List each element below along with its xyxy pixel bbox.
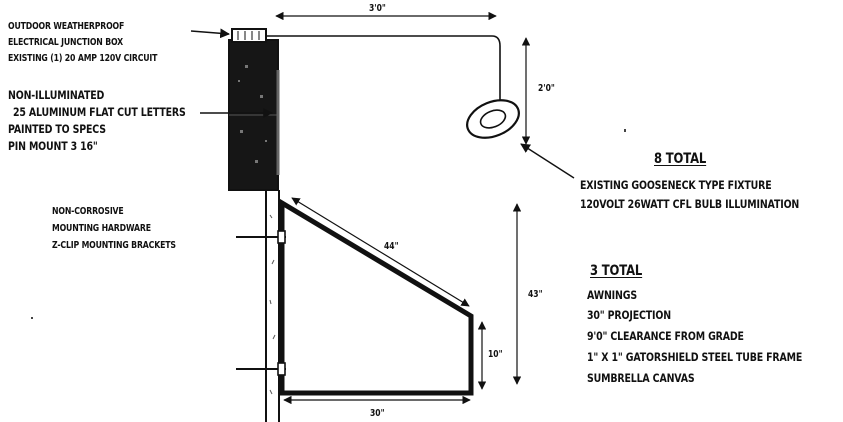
awning-spec-line4: 1" X 1" GATORSHIELD STEEL TUBE FRAME [587,350,803,364]
fixture-spec-heading: 8 TOTAL [654,151,707,167]
mounting-bracket-lower [236,362,286,376]
leader-junction-box [190,28,230,39]
callout-letters-line2: 25 ALUMINUM FLAT CUT LETTERS [13,105,186,119]
leader-fixture [520,143,575,179]
stray-mark [624,129,626,132]
sign-panel [228,39,280,191]
awning-spec-line3: 9'0" CLEARANCE FROM GRADE [587,329,744,343]
awning-spec-line2: 30" PROJECTION [587,308,671,322]
callout-junction-box-line1: OUTDOOR WEATHERPROOF [8,21,125,32]
callout-letters-line1: NON-ILLUMINATED [8,88,105,102]
callout-letters-line4: PIN MOUNT 3 16" [8,139,98,153]
awning-frame [279,198,474,396]
awning-spec-line5: SUMBRELLA CANVAS [587,371,695,385]
gooseneck-fixture [266,35,520,139]
fixture-spec-line2: 120VOLT 26WATT CFL BULB ILLUMINATION [580,197,800,211]
dim-label-awning-height: 43" [528,289,543,300]
callout-junction-box-line2: ELECTRICAL JUNCTION BOX [8,37,124,48]
dim-awning-slope [291,197,470,307]
callout-hardware-line1: NON-CORROSIVE [52,206,124,217]
dim-label-awning-slope: 44" [384,241,399,252]
dim-label-awning-projection: 30" [370,408,385,419]
callout-letters-line3: PAINTED TO SPECS [8,122,106,136]
awning-spec-line1: AWNINGS [587,288,637,302]
fixture-spec-line1: EXISTING GOOSENECK TYPE FIXTURE [580,178,772,192]
stray-mark [31,317,33,319]
wall-column [265,190,280,422]
dim-label-gooseneck-drop: 2'0" [538,83,555,94]
callout-hardware-line3: Z-CLIP MOUNTING BRACKETS [52,240,176,251]
mounting-bracket-upper [236,230,286,244]
dim-label-awning-front: 10" [488,349,503,360]
callout-junction-box-line3: EXISTING (1) 20 AMP 120V CIRCUIT [8,53,158,64]
callout-hardware-line2: MOUNTING HARDWARE [52,223,151,234]
awning-spec-heading: 3 TOTAL [590,263,643,279]
dim-label-gooseneck-reach: 3'0" [369,3,386,14]
junction-box [231,28,267,43]
